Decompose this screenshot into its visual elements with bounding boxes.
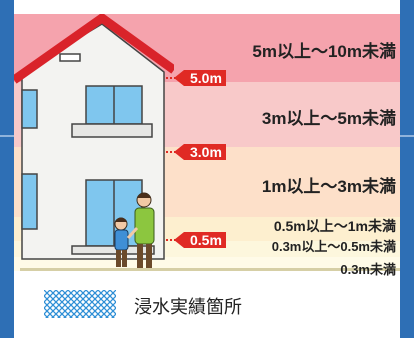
left-frame-bar (0, 0, 14, 338)
right-frame-bar (400, 0, 414, 338)
level-line-3m (166, 151, 176, 153)
window-left-lower (21, 173, 38, 230)
band-label-5-10m: 5m以上～10m未満 (252, 42, 396, 61)
level-line-05m (166, 239, 176, 241)
roof (14, 14, 174, 84)
legend-swatch-crosshatch (44, 290, 116, 318)
depth-band-under-03m (14, 257, 400, 271)
band-label-under-03m: 0.3m未満 (340, 262, 396, 277)
band-label-03-05m: 0.3m以上～0.5m未満 (271, 239, 396, 254)
adult-figure (134, 192, 155, 268)
legend-label: 浸水実績箇所 (134, 297, 242, 317)
band-label-05-1m: 0.5m以上～1m未満 (273, 218, 396, 234)
ground-line (20, 268, 400, 271)
band-label-3-5m: 3m以上～5m未満 (261, 109, 396, 128)
level-line-5m (166, 77, 176, 79)
marker-3m: 3.0m (174, 144, 226, 160)
frame-divider (400, 135, 414, 137)
house-illustration (14, 14, 174, 268)
band-label-1-3m: 1m以上～3m未満 (261, 177, 396, 196)
marker-05m: 0.5m (174, 232, 226, 248)
roof-vent (59, 53, 81, 62)
frame-divider (0, 135, 14, 137)
porch-step (71, 245, 155, 255)
window-left-upper (21, 89, 38, 129)
child-figure (114, 217, 139, 267)
marker-5m: 5.0m (174, 70, 226, 86)
balcony (71, 123, 153, 138)
